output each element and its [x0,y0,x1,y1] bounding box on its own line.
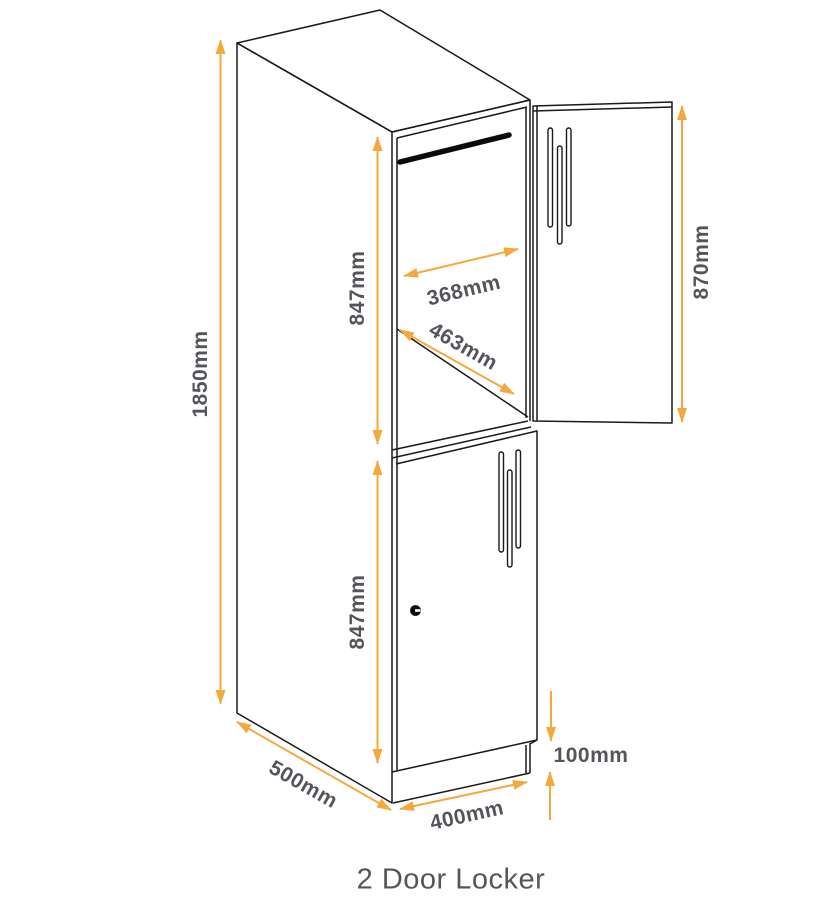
dim-arrow-depth [236,721,392,811]
lower-door-handle-slot [498,451,505,553]
lower-door-handle-slot [515,449,522,549]
dim-label-door-height: 870mm [690,224,713,300]
locker-side-panel [236,42,393,804]
upper-door-handle-slot [565,127,572,227]
keyhole-icon [410,605,421,616]
upper-door-handle-slot [547,127,554,228]
locker-top-face [236,9,531,133]
dim-label-total-height: 1850mm [189,330,212,418]
lower-door [391,430,538,773]
lower-door-handle-slot [506,469,513,568]
dim-arrow-width [399,780,528,811]
open-upper-door [532,101,673,424]
dim-arrow-interior-depth [399,329,515,395]
plinth-base [392,739,538,804]
compartment-divider [391,420,532,459]
dim-label-base-height: 100mm [553,744,629,767]
locker-front-frame [391,99,531,770]
dim-arrow-interior-width [403,247,519,278]
dim-label-lower-compartment-height: 847mm [346,574,369,650]
upper-door-handle-slot [556,145,563,245]
dim-label-upper-compartment-height: 847mm [346,250,369,326]
diagram-title: 2 Door Locker [356,863,546,896]
coat-rail [397,132,512,165]
